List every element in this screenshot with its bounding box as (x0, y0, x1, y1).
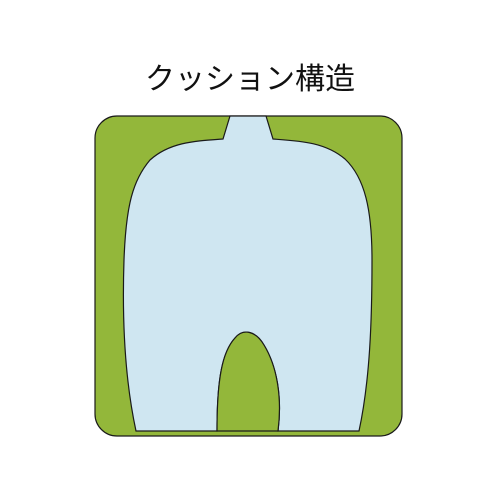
center-arch (216, 331, 281, 432)
diagram-title: クッション構造 (145, 62, 355, 97)
